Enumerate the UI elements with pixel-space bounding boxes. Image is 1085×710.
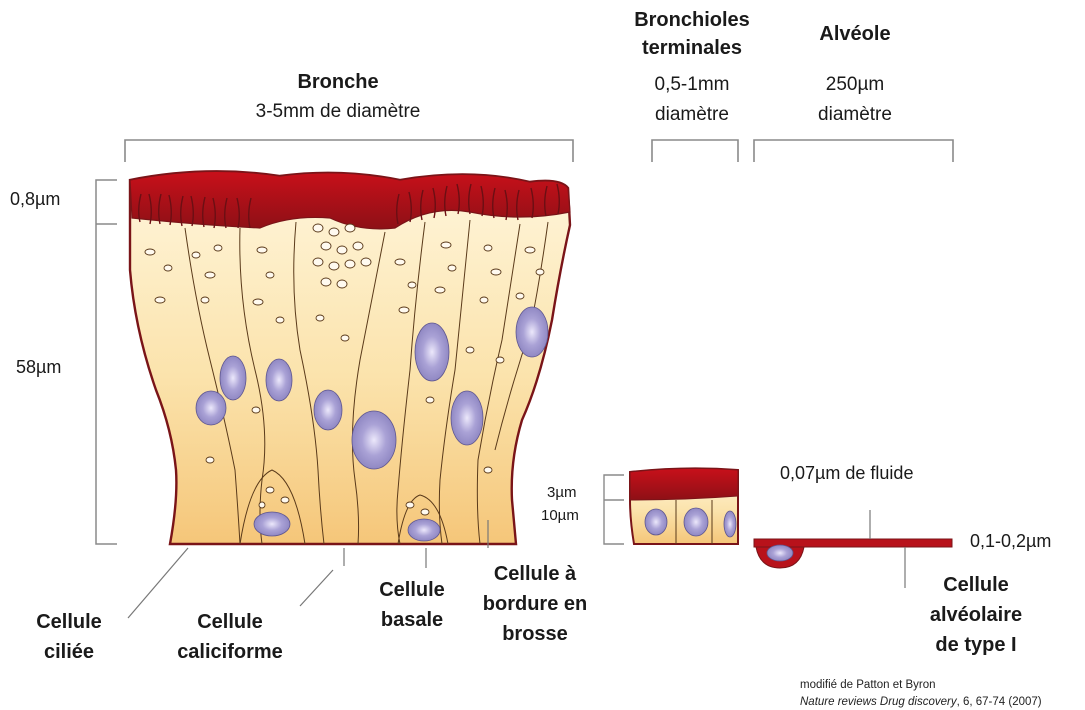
alveole-diameter-2: diamètre [790,103,920,126]
bronche-height-bracket [96,180,117,544]
bronchioles-bracket [652,140,738,162]
measure-bronche-epithelium: 58µm [16,357,61,378]
bronche-bracket [125,140,573,162]
bronchioles-diameter-1: 0,5-1mm [630,73,754,96]
bronchioles-title-1: Bronchioles [614,8,770,32]
bronche-epithelium [130,171,570,544]
bronchioles-diameter-2: diamètre [630,103,754,126]
bronche-title: Bronche [288,70,388,94]
alveole-title: Alvéole [790,22,920,46]
credit-ref: , 6, 67-74 (2007) [957,696,1042,708]
bronchiole-height-bracket [604,475,624,544]
bronchioles-title-2: terminales [614,36,770,60]
measure-bronchiole-mucus: 3µm [547,484,576,501]
measure-alveole-thickness: 0,1-0,2µm [970,531,1051,552]
measure-bronchiole-epithelium: 10µm [541,507,579,524]
credit-line-1: modifié de Patton et Byron [800,677,1042,694]
bronche-diameter: 3-5mm de diamètre [220,100,456,123]
measure-bronche-mucus: 0,8µm [10,189,60,210]
alveole-bracket [754,140,953,162]
credit-journal: Nature reviews Drug discovery [800,696,957,708]
source-credit: modifié de Patton et Byron Nature review… [800,677,1042,710]
bronchiole-epithelium [630,468,738,544]
alveole-diameter-1: 250µm [790,73,920,96]
alveole-wall [754,539,952,568]
measure-alveole-fluid: 0,07µm de fluide [780,463,913,484]
